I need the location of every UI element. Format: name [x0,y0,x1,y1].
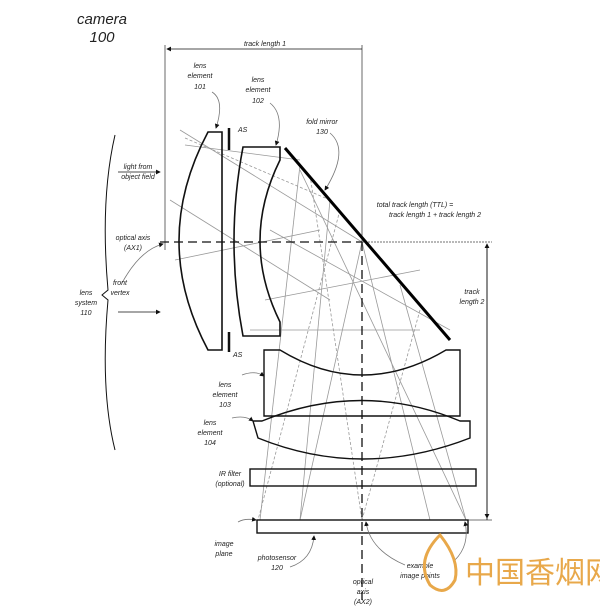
image-plane-label: image [214,541,233,548]
track-length-2-label: track [464,289,480,296]
flame-logo-icon [422,532,458,592]
ttl-label-2: track length 1 + track length 2 [389,212,481,219]
fold-mirror-number: 130 [316,129,328,136]
ttl-label-1: total track length (TTL) = [377,202,453,209]
lens-system-brace [101,134,116,451]
optical-axis-2-id: (AX2) [354,599,372,606]
image-points-label: example [407,563,434,570]
front-vertex-label: front [113,280,128,287]
fold-mirror [283,147,452,341]
leader-lines [121,91,469,568]
lens-element-104 [252,399,471,460]
as-label-top: AS [237,127,248,134]
light-label-2: object field [121,174,156,181]
lens-element-101 [178,131,223,351]
lens-104-label: lens [204,420,217,427]
photosensor [256,519,469,534]
optical-axis-1-id: (AX1) [124,245,142,252]
track-length-2-label-2: length 2 [460,299,485,306]
lens-101-number: 101 [194,84,206,91]
front-vertex-label-2: vertex [110,290,130,297]
lens-104-label-2: element [198,430,224,437]
lens-102-number: 102 [252,98,264,105]
lens-101-label: lens [194,63,207,70]
photosensor-number: 120 [271,565,283,572]
optical-axis-2-label-2: axis [357,589,370,596]
lens-system-label-2: system [75,300,97,307]
lens-103-label: lens [219,382,232,389]
light-label-1: light from [124,164,153,171]
lens-104-number: 104 [204,440,216,447]
watermark: 中国香烟网 [422,532,600,592]
lens-system-number: 110 [80,310,91,317]
lens-element-103 [263,349,461,417]
as-label-bottom: AS [232,352,243,359]
camera-label: camera [77,11,127,28]
fold-mirror-label: fold mirror [306,119,338,126]
optical-axis-1-label: optical axis [116,235,151,242]
photosensor-label: photosensor [257,555,297,562]
optical-axis-2-label: optical [353,579,374,586]
image-plane-label-2: plane [214,551,232,558]
lens-102-label: lens [252,77,265,84]
ir-filter-label: IR filter [219,471,242,478]
lens-102-label-2: element [246,87,272,94]
camera-number: 100 [89,29,115,46]
lens-103-label-2: element [213,392,239,399]
lens-system-label: lens [80,290,93,297]
ir-filter-optional: (optional) [215,481,244,488]
lens-103-number: 103 [219,402,231,409]
watermark-text: 中国香烟网 [465,556,600,591]
image-points-label-2: image points [400,573,440,580]
lens-element-102 [233,146,281,337]
ir-filter [249,468,477,487]
track-length-1-label: track length 1 [244,41,286,48]
lens-101-label-2: element [188,73,214,80]
light-rays [169,129,467,521]
